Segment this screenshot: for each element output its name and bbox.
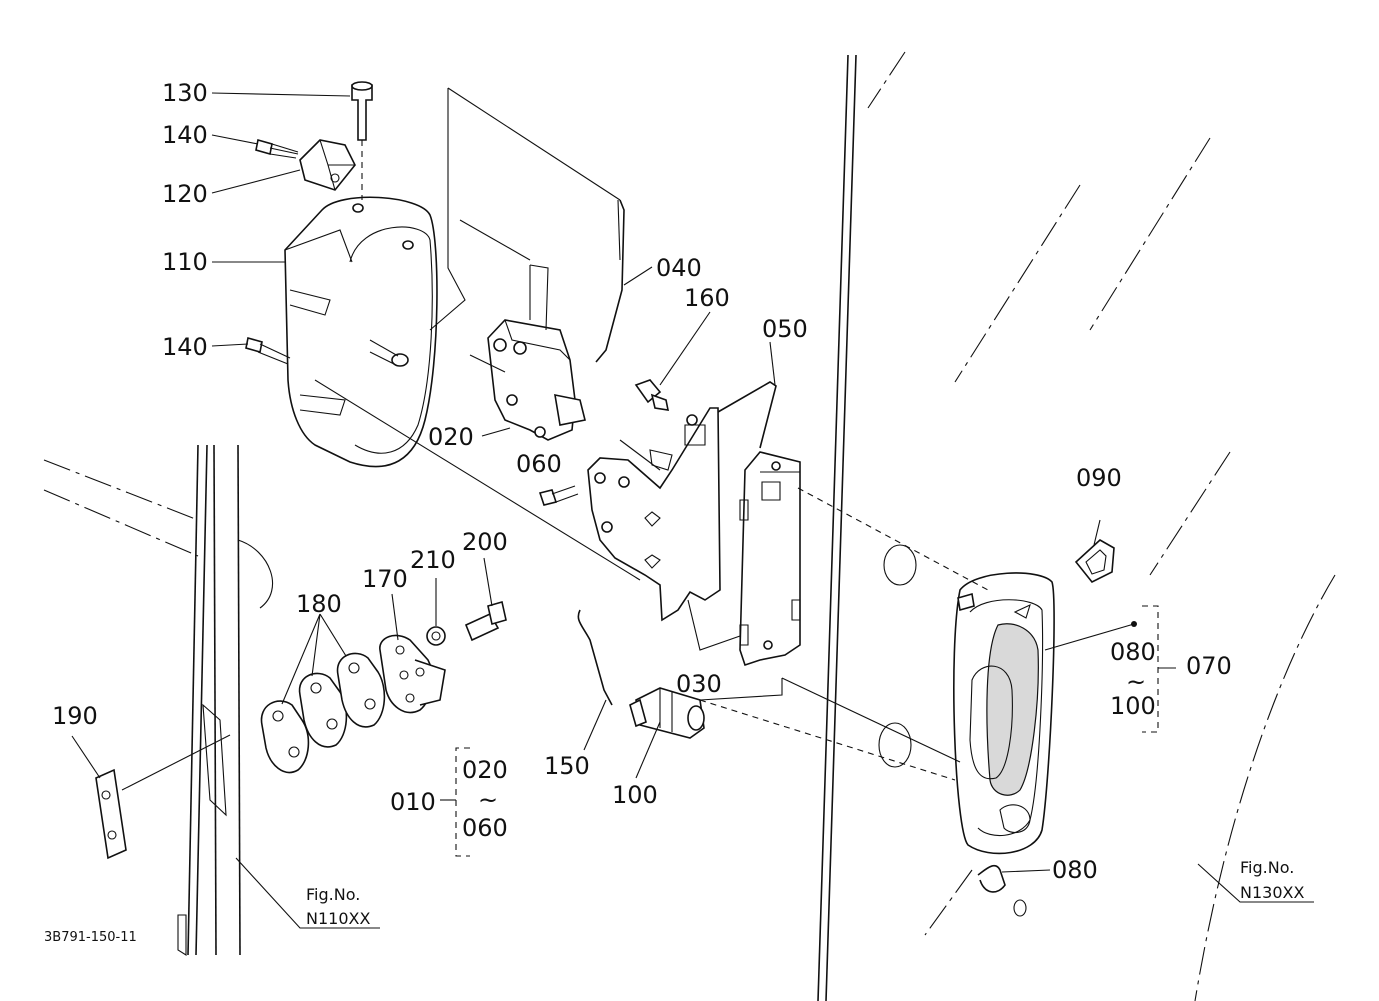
label-090: 090 <box>1076 464 1122 492</box>
label-050: 050 <box>762 315 808 343</box>
callout-leaders <box>71 92 1137 873</box>
label-120: 120 <box>162 180 208 208</box>
door-hole-lower <box>878 722 912 768</box>
range-010-tilde: ~ <box>478 786 498 814</box>
range-010-to: 060 <box>462 814 508 842</box>
label-180: 180 <box>296 590 342 618</box>
leader-030-step <box>699 678 783 701</box>
label-060: 060 <box>516 450 562 478</box>
plate-190 <box>95 768 127 860</box>
plate-180-c <box>336 652 386 728</box>
label-200: 200 <box>462 528 508 556</box>
fig-ref-right-title: Fig.No. <box>1240 858 1294 877</box>
screw-160 <box>634 379 670 411</box>
label-040: 040 <box>656 254 702 282</box>
cover-110 <box>284 196 438 468</box>
leader-030-lower <box>781 677 961 763</box>
label-140-lower: 140 <box>162 333 208 361</box>
washer-210 <box>426 626 446 646</box>
label-110: 110 <box>162 248 208 276</box>
rod-150 <box>577 609 613 706</box>
label-020: 020 <box>428 423 474 451</box>
spring-050 <box>717 381 777 449</box>
assembly-line-020 <box>619 439 661 471</box>
rod-040 <box>429 87 625 363</box>
leader-190-line <box>121 734 231 791</box>
gasket-090 <box>1074 539 1115 584</box>
screw-060 <box>538 485 579 506</box>
label-170: 170 <box>362 565 408 593</box>
range-070-tilde: ~ <box>1126 668 1146 696</box>
range-010-from: 020 <box>462 756 508 784</box>
dash-line-lower <box>699 699 956 781</box>
dash-line-upper <box>797 487 989 591</box>
plate-180-a <box>260 700 310 774</box>
latch-020 <box>459 219 586 441</box>
plate-170 <box>379 634 446 714</box>
range-bracket-070 <box>1142 605 1176 733</box>
range-070-from: 080 <box>1110 638 1156 666</box>
label-080: 080 <box>1052 856 1098 884</box>
plate-180-b <box>298 672 348 748</box>
screw-140-lower <box>245 336 291 365</box>
label-160: 160 <box>684 284 730 312</box>
door-hole-upper <box>883 544 917 586</box>
label-100: 100 <box>612 781 658 809</box>
door-frame-lines <box>43 51 1336 1001</box>
bolt-200 <box>464 600 507 642</box>
screw-140-upper <box>255 138 299 159</box>
cylinder-100 <box>629 687 705 739</box>
range-bracket-010 <box>440 747 470 857</box>
label-140-upper: 140 <box>162 121 208 149</box>
assembly-line-110 <box>314 379 641 581</box>
label-030: 030 <box>676 670 722 698</box>
fig-ref-right-number: N130XX <box>1240 883 1304 902</box>
block-120 <box>299 139 356 191</box>
callout-labels: 130 140 120 110 140 040 160 050 020 060 … <box>44 79 1304 945</box>
plate-030 <box>687 451 801 667</box>
clip-080 <box>977 865 1027 917</box>
range-070-label: 070 <box>1186 652 1232 680</box>
handle-070 <box>953 572 1055 855</box>
label-130: 130 <box>162 79 208 107</box>
range-070-to: 100 <box>1110 692 1156 720</box>
drawing-code: 3B791-150-11 <box>44 930 137 945</box>
base-plate <box>587 407 721 622</box>
fig-ref-left-leader <box>235 857 380 929</box>
fig-ref-right-leader <box>1197 863 1314 903</box>
label-150: 150 <box>544 752 590 780</box>
pin-130 <box>351 81 373 200</box>
label-210: 210 <box>410 546 456 574</box>
fig-ref-left-number: N110XX <box>306 909 370 928</box>
fig-ref-left-title: Fig.No. <box>306 885 360 904</box>
range-010-label: 010 <box>390 788 436 816</box>
label-190: 190 <box>52 702 98 730</box>
